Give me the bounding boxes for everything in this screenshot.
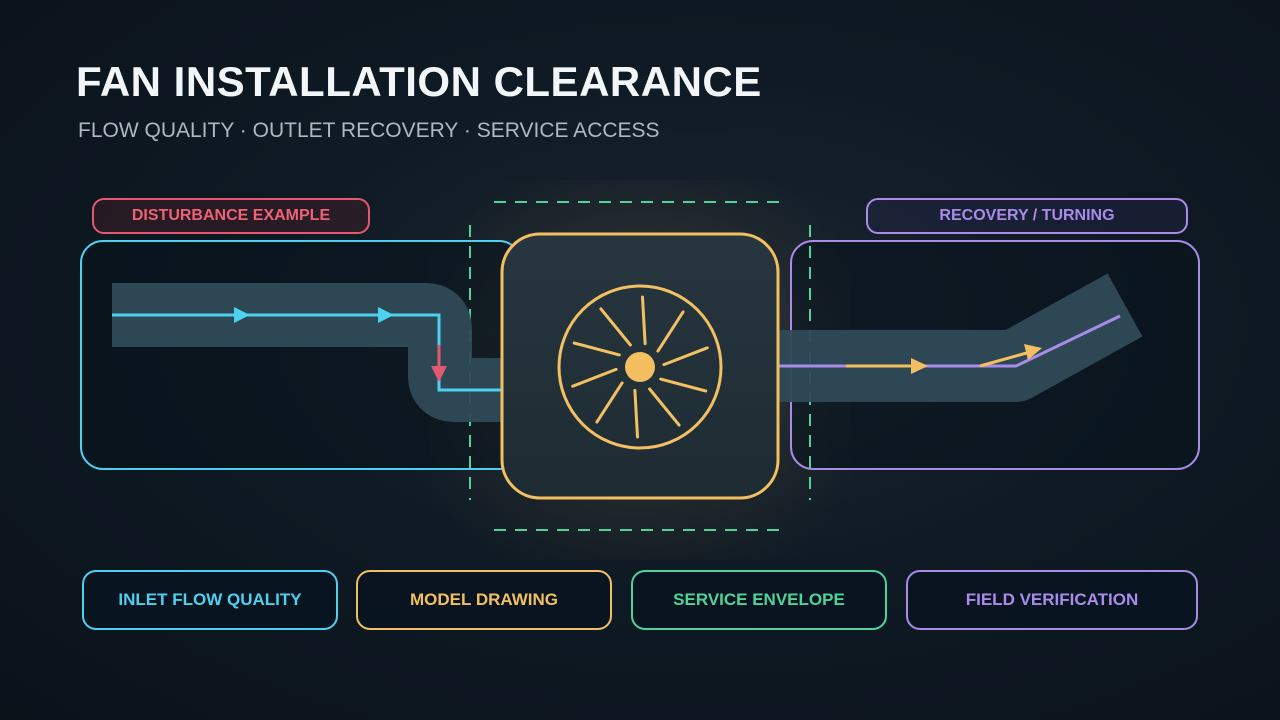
page-subtitle: FLOW QUALITY · OUTLET RECOVERY · SERVICE… (78, 119, 660, 142)
inlet-flow-quality-button[interactable]: INLET FLOW QUALITY (82, 570, 338, 630)
turning-flow-accent (979, 350, 1031, 368)
fan-blade (633, 388, 639, 439)
model-drawing-button[interactable]: MODEL DRAWING (356, 570, 612, 630)
fan-blade (599, 307, 632, 347)
fan-blade (571, 367, 618, 388)
disturbance-example-tag: DISTURBANCE EXAMPLE (92, 198, 370, 234)
fan-blade (648, 387, 681, 427)
service-envelope-button[interactable]: SERVICE ENVELOPE (631, 570, 887, 630)
fan-blade (662, 346, 709, 367)
disturbance-arrow-icon (431, 366, 447, 382)
flow-arrow-icon (378, 307, 394, 323)
fan-blade (595, 381, 624, 424)
fan-blade (656, 310, 685, 353)
flow-arrow-icon (911, 358, 928, 374)
page-title: FAN INSTALLATION CLEARANCE (76, 58, 762, 105)
fan-blade (572, 341, 621, 357)
fan-blade (659, 377, 708, 393)
field-verification-button[interactable]: FIELD VERIFICATION (906, 570, 1198, 630)
flow-arrow-icon (234, 307, 250, 323)
fan-blade (641, 295, 647, 346)
fan-icon (557, 284, 723, 450)
flow-arrow-icon (1024, 344, 1042, 360)
recovery-turning-tag: RECOVERY / TURNING (866, 198, 1188, 234)
